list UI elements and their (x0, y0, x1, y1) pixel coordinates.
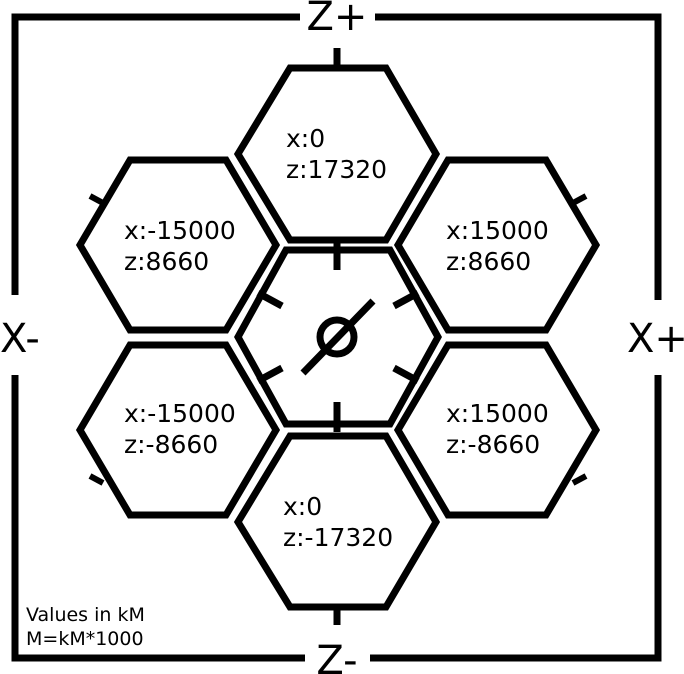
frame-top-left (11, 13, 300, 295)
units-note-line1: Values in kM (26, 604, 145, 626)
hex-upper-left-z-label: z:8660 (124, 247, 209, 276)
hex-lower-right-x-label: x:15000 (446, 399, 549, 428)
hexagons (75, 64, 601, 611)
axis-label-z-plus: Z+ (307, 0, 368, 40)
units-note-line2: M=kM*1000 (26, 628, 144, 650)
center-tick-lower-left (256, 364, 284, 385)
hex-upper-right (393, 156, 601, 334)
center-tick-lower-right (392, 364, 420, 385)
origin-slash (300, 298, 376, 376)
hex-center (234, 246, 442, 428)
hex-bottom-x-label: x:0 (283, 492, 322, 521)
hex-bottom-z-label: z:-17320 (283, 523, 393, 552)
hex-lower-right-z-label: z:-8660 (446, 430, 540, 459)
outer-frame (11, 13, 662, 662)
frame-top-right (375, 13, 662, 300)
hex-lower-left (75, 341, 281, 519)
frame-bottom-left (11, 375, 305, 662)
hex-top (233, 64, 441, 244)
hex-bottom (233, 432, 441, 611)
axis-label-x-plus: X+ (627, 316, 684, 362)
center-ticks (256, 240, 420, 432)
axis-label-x-minus: X- (0, 316, 40, 362)
hex-top-x-label: x:0 (286, 124, 325, 153)
center-tick-upper-left (256, 289, 284, 310)
tick-lower-left (88, 473, 105, 486)
hex-upper-left (75, 156, 281, 334)
hex-upper-right-z-label: z:8660 (446, 247, 531, 276)
hex-upper-left-x-label: x:-15000 (124, 216, 236, 245)
tick-upper-left (88, 193, 105, 206)
hex-lower-left-x-label: x:-15000 (124, 399, 236, 428)
hex-lower-right (393, 341, 601, 519)
center-tick-upper-right (392, 289, 420, 310)
origin-circle (316, 316, 358, 358)
tick-lower-right (571, 473, 588, 486)
hex-edge-ticks (88, 193, 588, 486)
origin-symbol (300, 298, 376, 376)
axis-label-z-minus: Z- (316, 638, 357, 674)
frame-bottom-right (370, 375, 662, 662)
tick-upper-right (571, 193, 588, 206)
hex-top-z-label: z:17320 (286, 155, 387, 184)
hex-upper-right-x-label: x:15000 (446, 216, 549, 245)
hex-lower-left-z-label: z:-8660 (124, 430, 218, 459)
